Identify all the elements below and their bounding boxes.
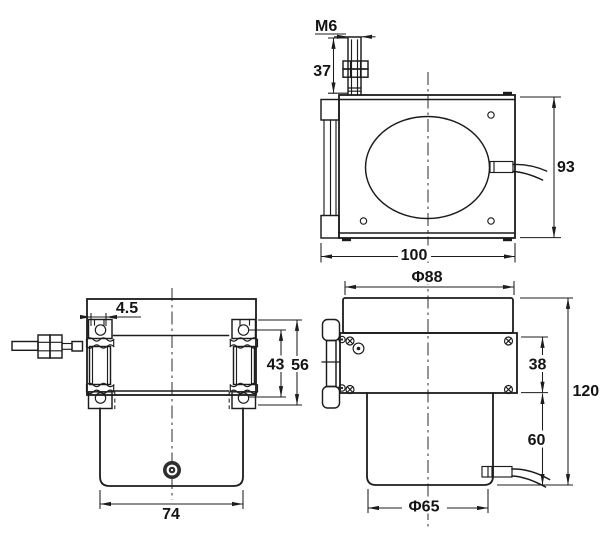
wire-outlet-grommet (163, 461, 181, 479)
dim-drum-diameter: Φ88 (344, 268, 515, 295)
dim-slot-width: 4.5 (80, 300, 141, 326)
sensor-body-front (338, 91, 516, 242)
front-view: M6 37 93 100 (313, 18, 575, 264)
mounting-bracket-left (85, 318, 116, 410)
dim-total-height: 120 (497, 297, 600, 486)
bracket-hole-bottom (94, 392, 107, 404)
body-top-inner-edges (112, 334, 230, 392)
plate-screws (345, 336, 514, 395)
lower-case-outline (366, 392, 494, 486)
cable-wires (512, 163, 548, 181)
dim-label-slot-width: 4.5 (116, 300, 138, 317)
cable-gland-side (481, 465, 551, 488)
top-view: 4.5 43 56 74 (11, 288, 312, 523)
dim-thread: M6 (315, 18, 376, 39)
cable-gland-front (489, 160, 548, 181)
guide-rail-bracket (320, 98, 340, 239)
bottom-foot-left (342, 238, 351, 242)
dim-label-outer-span: 56 (291, 357, 309, 374)
dim-base-width: 74 (99, 490, 244, 523)
spring-pin (352, 342, 365, 355)
dim-outer-span: 56 (258, 319, 312, 406)
cover-screw-holes (359, 111, 495, 225)
bracket-edge-view (321, 318, 346, 409)
dim-body-height: 93 (520, 96, 575, 239)
dim-label-hole-span: 43 (267, 357, 285, 374)
dim-stud-height: 37 (313, 37, 348, 94)
side-view: Φ88 38 60 120 Φ65 (321, 268, 600, 528)
stud-hex-nuts (342, 60, 369, 78)
dim-label-case-diameter: Φ65 (409, 499, 440, 516)
bottom-foot-right (503, 238, 512, 242)
dim-label-base-width: 74 (162, 506, 180, 523)
dim-label-thread: M6 (315, 18, 337, 35)
dim-label-total-height: 120 (573, 383, 600, 400)
dim-plate-height: 38 (521, 336, 551, 394)
dim-hole-span: 43 (249, 329, 288, 398)
base-outline (99, 407, 244, 487)
top-foot (503, 91, 512, 96)
dim-label-plate-height: 38 (529, 357, 547, 374)
dim-label-lower-height: 60 (528, 432, 546, 449)
cable-wires-side (511, 468, 551, 488)
mounting-plate-outline (339, 332, 518, 394)
dim-body-width: 100 (320, 243, 516, 264)
bracket-hole-top (94, 324, 107, 336)
wire-rope-stud (11, 334, 84, 359)
dim-label-stud-height: 37 (313, 63, 331, 80)
drum-cover-ellipse (364, 115, 491, 220)
dim-label-drum-diameter: Φ88 (412, 269, 443, 286)
dim-case-diameter: Φ65 (367, 489, 489, 516)
dim-lower-height: 60 (523, 393, 550, 485)
dim-label-body-width: 100 (401, 247, 428, 264)
dim-label-body-height: 93 (557, 159, 575, 176)
